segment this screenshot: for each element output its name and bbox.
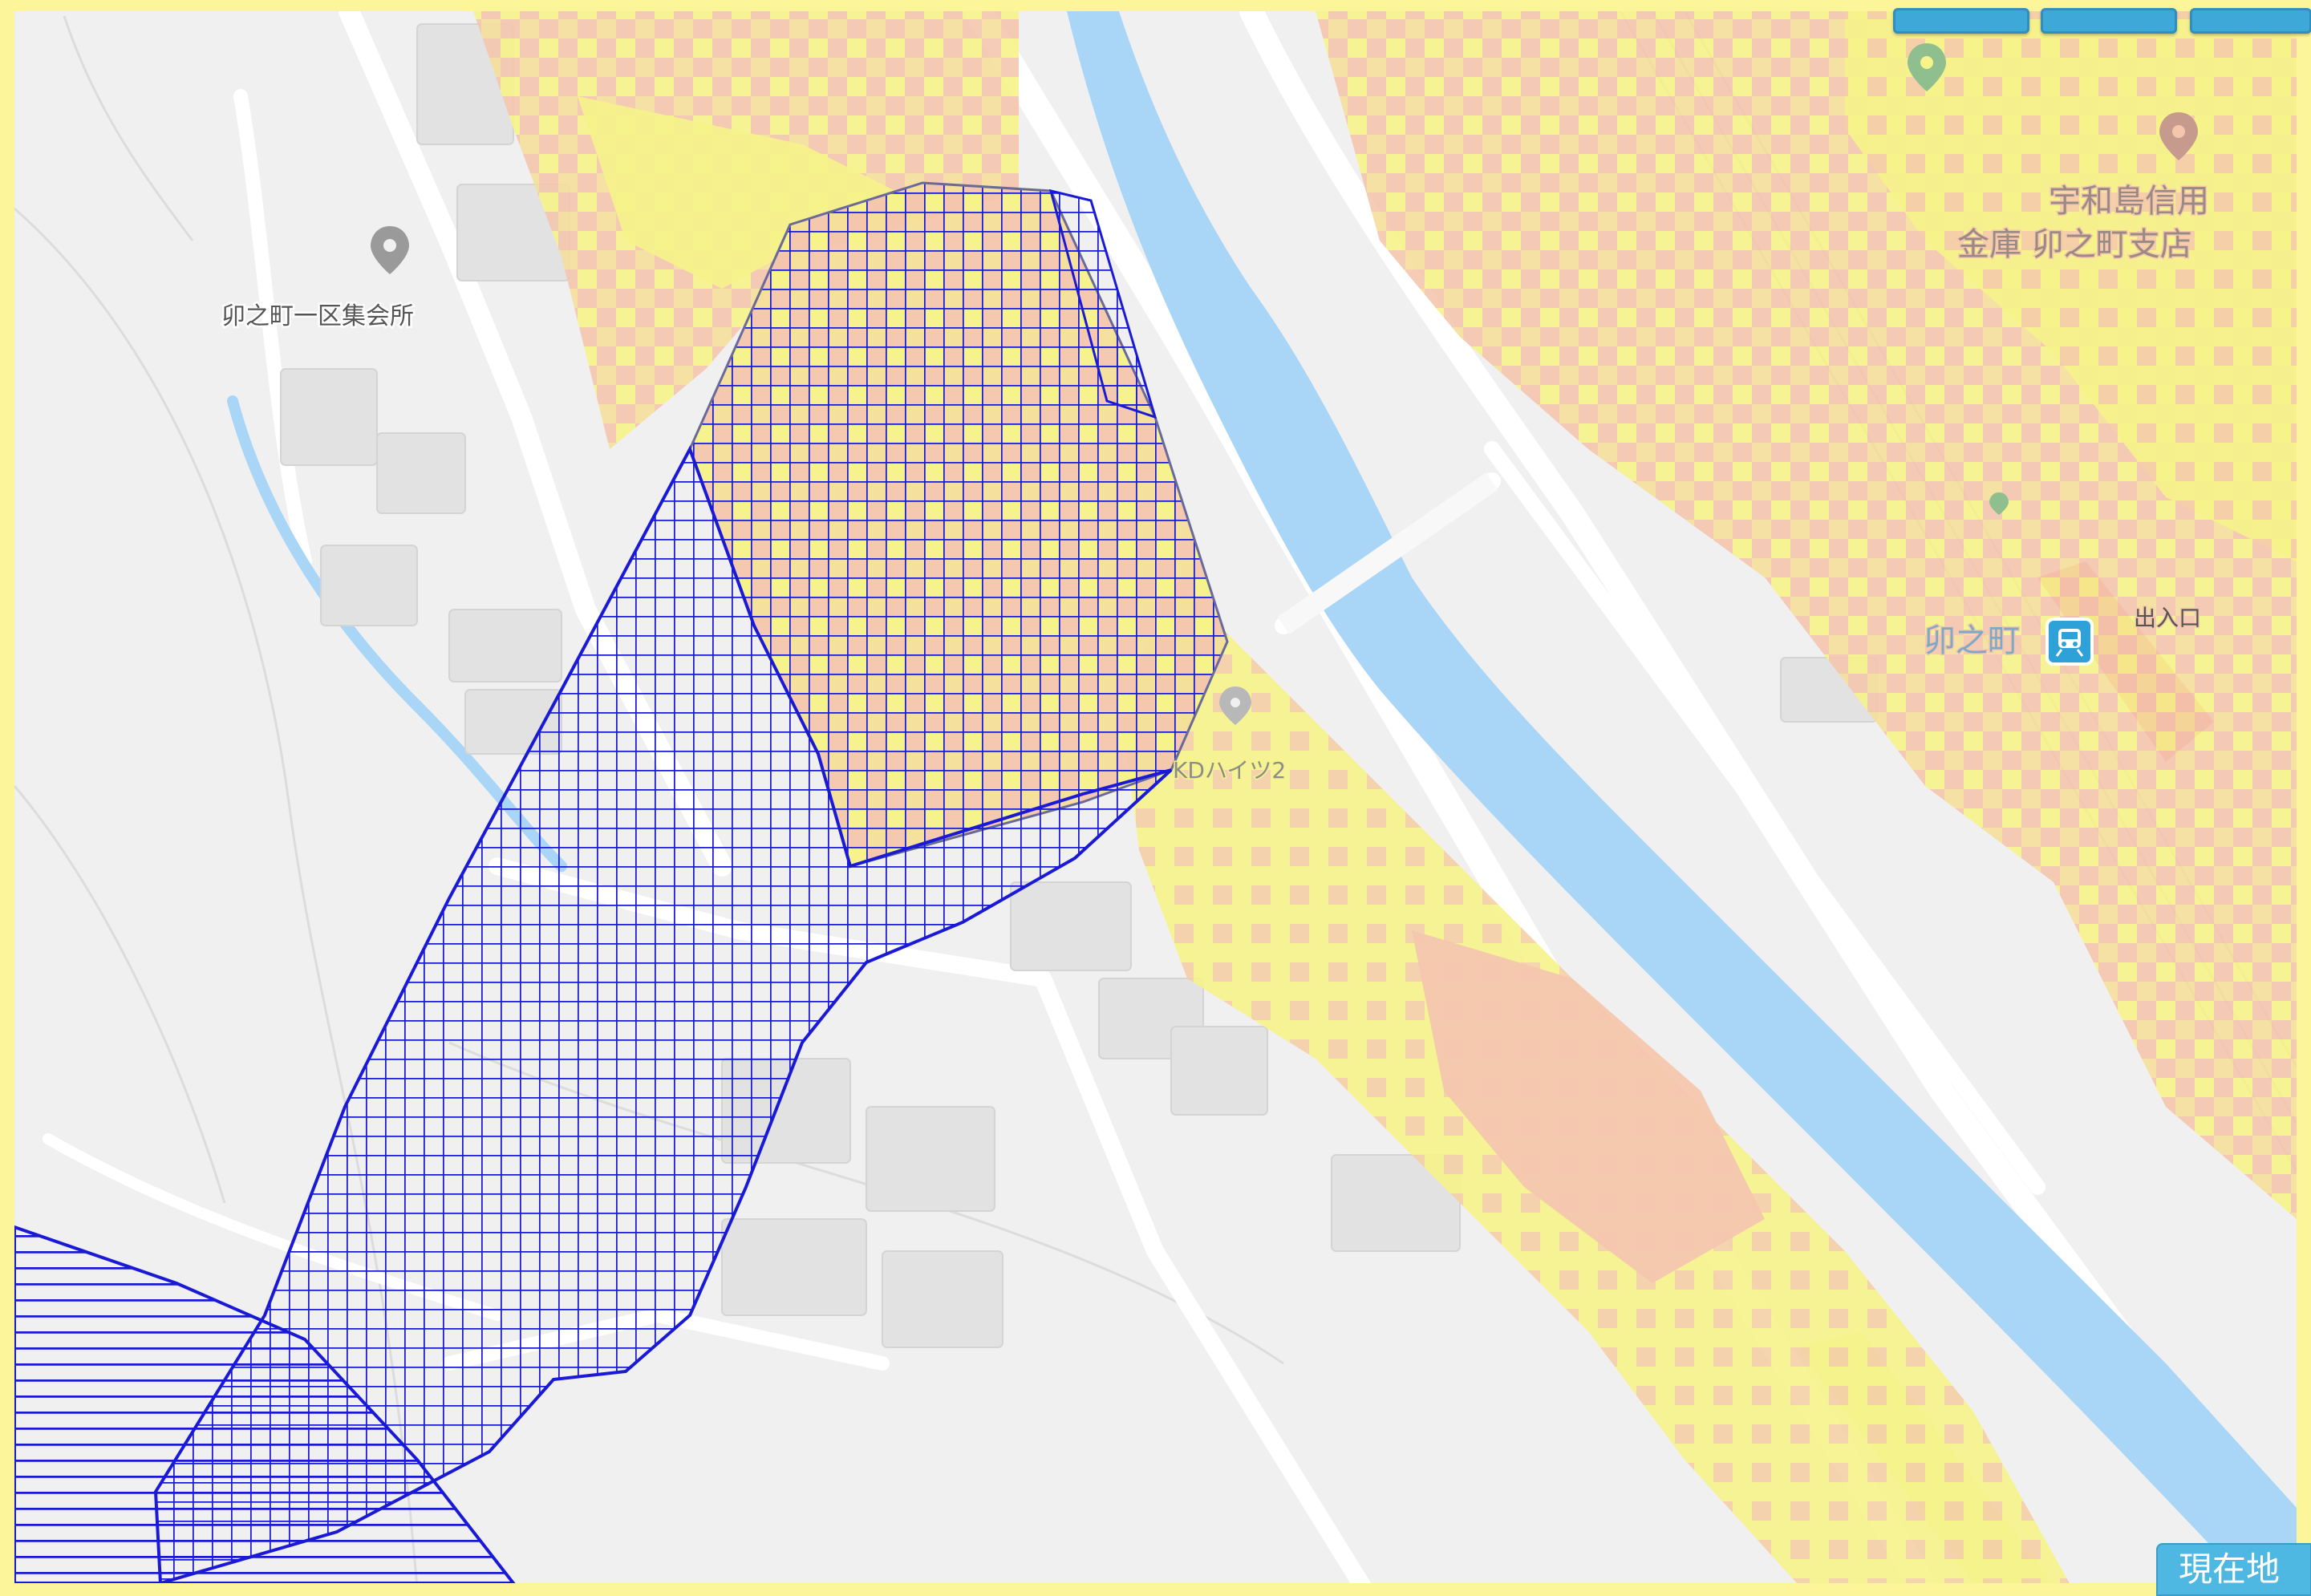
river [1067,11,2297,1583]
map-toolbar-button-2[interactable] [2041,8,2177,34]
pin-icon[interactable] [1908,43,1946,91]
pin-icon[interactable] [1219,687,1251,725]
map-label-bank-line2: 金庫 卯之町支店 [1957,226,2192,263]
buildings [280,23,1878,1348]
map-toolbar-button-3[interactable] [2190,8,2311,34]
map-label-apartment: KDハイツ2 [1173,757,1286,784]
hazard-area-north-yellow [578,96,898,289]
map-label-bank-line1: 宇和島信用 [2049,183,2209,220]
map-toolbar-button-1[interactable] [1893,8,2029,34]
map-label-station: 卯之町 [1924,622,2020,659]
landslide-zone-east-edge[interactable] [1048,188,1158,419]
landslide-zone-main[interactable] [153,445,1173,1583]
bridge [1277,472,1498,634]
pin-icon[interactable] [1989,492,2009,515]
train-station-icon[interactable] [2045,618,2094,666]
landslide-zone-southwest[interactable] [14,1225,516,1583]
map-label-entrance: 出入口 [2134,605,2201,631]
hazard-area-center-pink [1412,930,1765,1283]
pin-icon[interactable] [371,226,409,274]
map-label-assembly-hall: 卯之町一区集会所 [221,302,414,330]
current-location-button[interactable]: 現在地 [2156,1543,2311,1596]
pin-icon[interactable] [2159,112,2198,160]
